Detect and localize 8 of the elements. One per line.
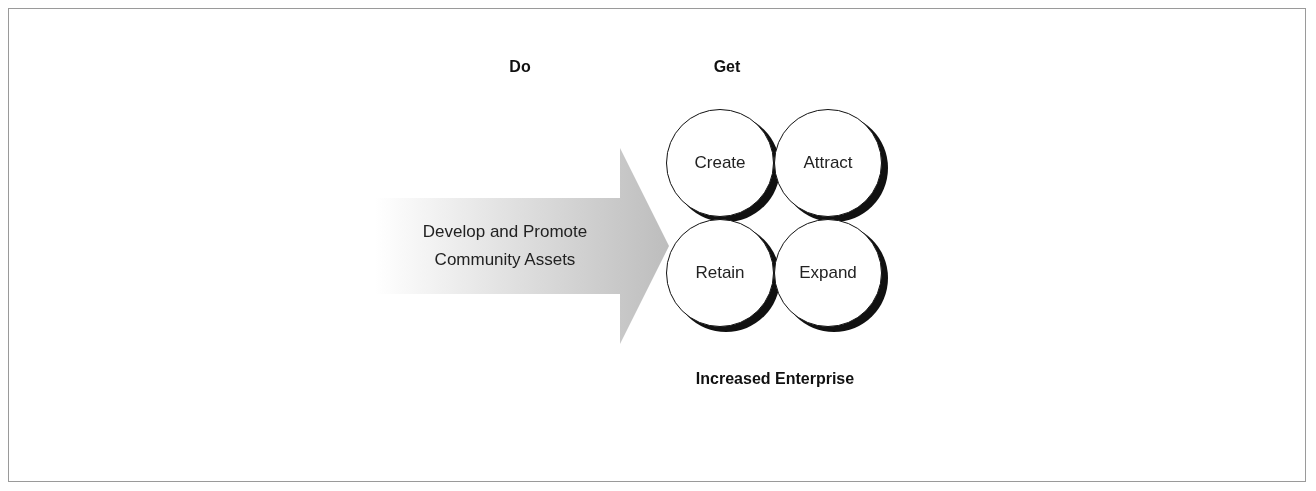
heading-label: Do — [509, 58, 531, 76]
heading-label: Get — [713, 58, 741, 76]
arrow-text: Develop and Promote Community Assets — [421, 221, 589, 271]
circle-label: Create — [694, 153, 746, 173]
circle-label: Attract — [803, 153, 853, 173]
heading-label: Increased Enterprise — [695, 370, 855, 388]
circle-label: Expand — [799, 263, 857, 283]
circle-label: Retain — [695, 263, 745, 283]
